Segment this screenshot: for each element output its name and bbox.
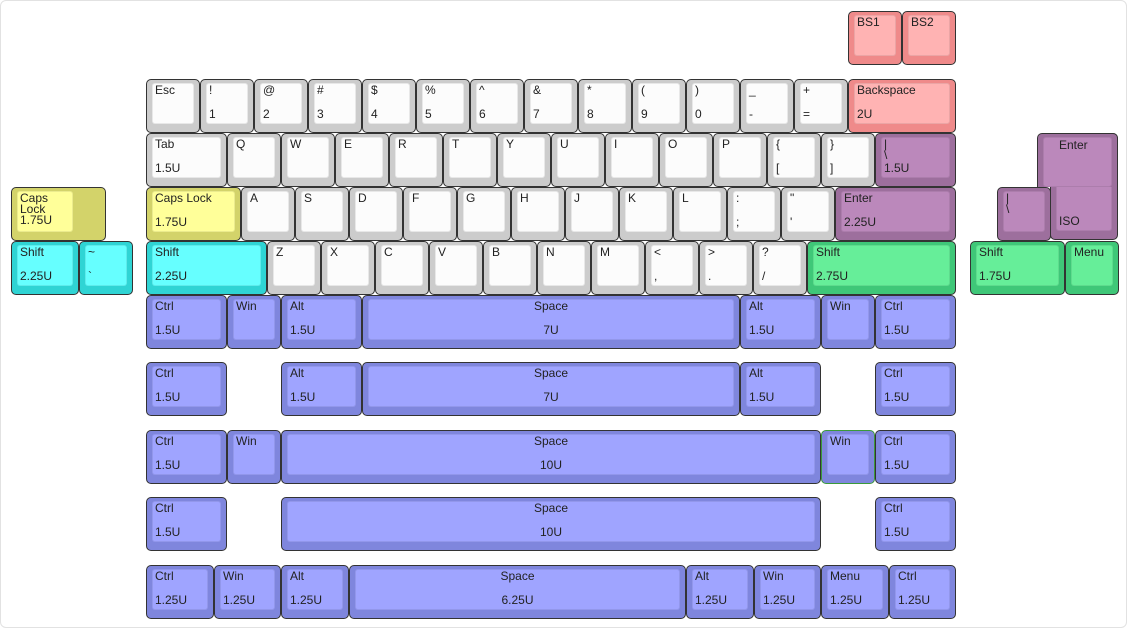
key-iso-pipe[interactable]: | \ xyxy=(997,187,1051,241)
key-o[interactable]: O xyxy=(659,133,713,187)
key-v[interactable]: V xyxy=(429,241,483,295)
key-iso-enter[interactable]: Enter ISO xyxy=(1037,133,1118,240)
key-q[interactable]: Q xyxy=(227,133,281,187)
key-left-bracket[interactable]: {[ xyxy=(767,133,821,187)
key-minus[interactable]: _- xyxy=(740,79,794,133)
key-slash[interactable]: ?/ xyxy=(753,241,807,295)
key-n[interactable]: N xyxy=(537,241,591,295)
key-equals[interactable]: += xyxy=(794,79,848,133)
key-p[interactable]: P xyxy=(713,133,767,187)
key-9[interactable]: (9 xyxy=(632,79,686,133)
key-1[interactable]: !1 xyxy=(200,79,254,133)
key-8[interactable]: *8 xyxy=(578,79,632,133)
key-7[interactable]: &7 xyxy=(524,79,578,133)
key-period[interactable]: >. xyxy=(699,241,753,295)
key-right-bracket[interactable]: }] xyxy=(821,133,875,187)
key-t[interactable]: T xyxy=(443,133,497,187)
key-5[interactable]: %5 xyxy=(416,79,470,133)
key-l[interactable]: L xyxy=(673,187,727,241)
key-comma[interactable]: <, xyxy=(645,241,699,295)
key-tilde[interactable]: ~` xyxy=(79,241,133,295)
key-g[interactable]: G xyxy=(457,187,511,241)
key-esc[interactable]: Esc xyxy=(146,79,200,133)
key-menu-right[interactable]: Menu xyxy=(1065,241,1119,295)
key-win[interactable]: Win xyxy=(227,295,281,349)
key-b[interactable]: B xyxy=(483,241,537,295)
key-f[interactable]: F xyxy=(403,187,457,241)
key-win-selected[interactable]: Win xyxy=(821,430,875,484)
key-w[interactable]: W xyxy=(281,133,335,187)
key-r[interactable]: R xyxy=(389,133,443,187)
key-s[interactable]: S xyxy=(295,187,349,241)
key-bs2[interactable]: BS2 xyxy=(902,11,956,65)
key-4[interactable]: $4 xyxy=(362,79,416,133)
key-h[interactable]: H xyxy=(511,187,565,241)
key-e[interactable]: E xyxy=(335,133,389,187)
key-0[interactable]: )0 xyxy=(686,79,740,133)
key-u[interactable]: U xyxy=(551,133,605,187)
key-2[interactable]: @2 xyxy=(254,79,308,133)
key-bs1[interactable]: BS1 xyxy=(848,11,902,65)
key-m[interactable]: M xyxy=(591,241,645,295)
key-c[interactable]: C xyxy=(375,241,429,295)
key-j[interactable]: J xyxy=(565,187,619,241)
key-3[interactable]: #3 xyxy=(308,79,362,133)
key-semicolon[interactable]: :; xyxy=(727,187,781,241)
key-i[interactable]: I xyxy=(605,133,659,187)
key-backslash[interactable]: | \1.5U xyxy=(875,133,956,187)
iso-enter-upper xyxy=(1037,133,1118,187)
key-win[interactable]: Win xyxy=(227,430,281,484)
key-a[interactable]: A xyxy=(241,187,295,241)
key-x[interactable]: X xyxy=(321,241,375,295)
key-quote[interactable]: "' xyxy=(781,187,835,241)
key-y[interactable]: Y xyxy=(497,133,551,187)
key-k[interactable]: K xyxy=(619,187,673,241)
key-win[interactable]: Win xyxy=(821,295,875,349)
key-stepped-caps-lock[interactable]: Caps Lock 1.75U xyxy=(11,187,106,241)
key-6[interactable]: ^6 xyxy=(470,79,524,133)
key-z[interactable]: Z xyxy=(267,241,321,295)
key-d[interactable]: D xyxy=(349,187,403,241)
